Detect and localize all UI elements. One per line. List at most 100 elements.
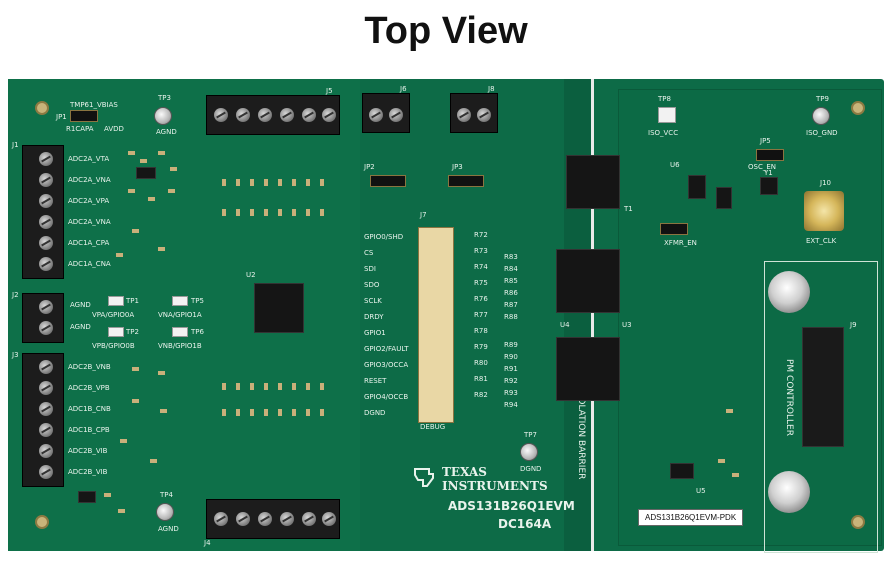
j6-terminal-block[interactable]	[362, 93, 410, 133]
j3-terminal-block[interactable]	[22, 353, 64, 487]
board-name: ADS131B26Q1EVM	[448, 499, 575, 513]
res-label: R82	[474, 391, 488, 399]
tp7-label: TP7	[524, 431, 537, 439]
tp1-testpoint[interactable]	[108, 296, 124, 306]
tp4-testpoint[interactable]	[156, 503, 174, 521]
smd-resistor	[278, 409, 282, 416]
j10-sma-connector[interactable]	[804, 191, 844, 231]
smd-resistor	[132, 229, 139, 233]
j1-pin-3: ADC2A_VPA	[68, 197, 110, 205]
j6-screw-1[interactable]	[369, 108, 383, 122]
standoff-bottom	[768, 471, 810, 513]
board-sticker: ADS131B26Q1EVM-PDK	[638, 509, 744, 526]
res-label: R74	[474, 263, 488, 271]
j4-screw-6[interactable]	[322, 512, 336, 526]
smd-resistor	[732, 473, 739, 477]
j3-screw-3[interactable]	[39, 402, 53, 416]
j1-screw-4[interactable]	[39, 215, 53, 229]
res-label: R80	[474, 359, 488, 367]
smd-resistor	[264, 409, 268, 416]
j4-screw-3[interactable]	[258, 512, 272, 526]
j4-screw-5[interactable]	[302, 512, 316, 526]
u4-isolator	[556, 249, 620, 313]
jp5-header[interactable]	[756, 149, 784, 161]
tp5-testpoint[interactable]	[172, 296, 188, 306]
j1-screw-5[interactable]	[39, 236, 53, 250]
j4-screw-1[interactable]	[214, 512, 228, 526]
j8-screw-1[interactable]	[457, 108, 471, 122]
j3-screw-6[interactable]	[39, 465, 53, 479]
tp9-name: ISO_GND	[806, 129, 838, 137]
mount-hole-bl	[35, 515, 49, 529]
j6-screw-2[interactable]	[389, 108, 403, 122]
agnd-b-label: AGND	[70, 323, 91, 331]
smd-resistor	[306, 179, 310, 186]
j1-screw-6[interactable]	[39, 257, 53, 271]
j3-screw-4[interactable]	[39, 423, 53, 437]
tp5-label: TP5	[191, 297, 204, 305]
j1-screw-2[interactable]	[39, 173, 53, 187]
j5-screw-4[interactable]	[280, 108, 294, 122]
jp2-header[interactable]	[370, 175, 406, 187]
j3-screw-2[interactable]	[39, 381, 53, 395]
smd-resistor	[292, 179, 296, 186]
smd-resistor	[236, 409, 240, 416]
jp1-header[interactable]	[70, 110, 98, 122]
u2-label: U2	[246, 271, 256, 279]
j5-screw-6[interactable]	[322, 108, 336, 122]
j2-screw-1[interactable]	[39, 300, 53, 314]
j7-debug-header[interactable]	[418, 227, 454, 423]
j5-screw-3[interactable]	[258, 108, 272, 122]
tp8-testpoint[interactable]	[658, 107, 676, 123]
res-label: R90	[504, 353, 518, 361]
j3-screw-5[interactable]	[39, 444, 53, 458]
ti-brand-line1: TEXAS	[442, 465, 487, 479]
smd-resistor	[264, 383, 268, 390]
j5-terminal-block[interactable]	[206, 95, 340, 135]
j5-screw-5[interactable]	[302, 108, 316, 122]
j2-screw-2[interactable]	[39, 321, 53, 335]
jp4-header[interactable]	[660, 223, 688, 235]
osc-en-label: OSC_EN	[748, 163, 776, 171]
tp6-testpoint[interactable]	[172, 327, 188, 337]
jp2-label: JP2	[364, 163, 375, 171]
j4-screw-2[interactable]	[236, 512, 250, 526]
res-label: R73	[474, 247, 488, 255]
j1-terminal-block[interactable]	[22, 145, 64, 279]
j4-terminal-block[interactable]	[206, 499, 340, 539]
j1-screw-1[interactable]	[39, 152, 53, 166]
j8-terminal-block[interactable]	[450, 93, 498, 133]
smd-resistor	[250, 209, 254, 216]
tp3-testpoint[interactable]	[154, 107, 172, 125]
smd-resistor	[170, 167, 177, 171]
vna-label: VNA/GPIO1A	[158, 311, 202, 319]
j3-screw-1[interactable]	[39, 360, 53, 374]
u3-label: U3	[622, 321, 632, 329]
j8-screw-2[interactable]	[477, 108, 491, 122]
isolation-barrier	[564, 79, 594, 551]
smd-resistor	[168, 189, 175, 193]
u2-adc-chip	[254, 283, 304, 333]
agnd-a-label: AGND	[70, 301, 91, 309]
j4-screw-4[interactable]	[280, 512, 294, 526]
smd-resistor	[104, 493, 111, 497]
tp2-testpoint[interactable]	[108, 327, 124, 337]
j5-screw-1[interactable]	[214, 108, 228, 122]
smd-resistor	[320, 409, 324, 416]
y1-oscillator	[760, 177, 778, 195]
jp3-header[interactable]	[448, 175, 484, 187]
j1-screw-3[interactable]	[39, 194, 53, 208]
tp9-testpoint[interactable]	[812, 107, 830, 125]
smd-resistor	[222, 409, 226, 416]
res-label: R84	[504, 265, 518, 273]
tp6-label: TP6	[191, 328, 204, 336]
jp1-label: JP1	[56, 113, 67, 121]
smd-resistor	[222, 179, 226, 186]
j5-screw-2[interactable]	[236, 108, 250, 122]
j2-terminal-block[interactable]	[22, 293, 64, 343]
j9-board-connector[interactable]	[802, 327, 844, 447]
smd-resistor	[250, 179, 254, 186]
tp7-testpoint[interactable]	[520, 443, 538, 461]
vnb-label: VNB/GPIO1B	[158, 342, 202, 350]
tp8-label: TP8	[658, 95, 671, 103]
